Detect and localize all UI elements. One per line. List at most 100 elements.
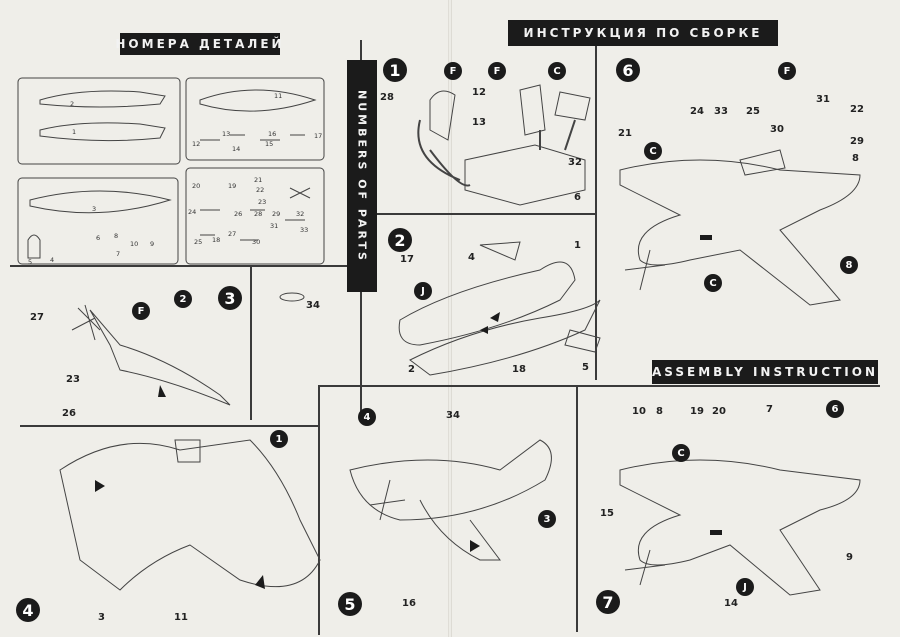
sprue-number: 2: [70, 100, 75, 108]
parts-header-en: NUMBERS OF PARTS: [347, 60, 377, 292]
sprue-number: 3: [92, 205, 97, 213]
part-callout: 20: [712, 406, 726, 417]
paint-badge: F: [444, 62, 462, 80]
part-callout: 13: [472, 117, 486, 128]
part-callout: 9: [846, 552, 853, 563]
step-3-badge: 3: [218, 286, 242, 310]
sprue-number: 13: [222, 130, 231, 138]
part-callout-circle: 3: [538, 510, 556, 528]
divider: [318, 385, 320, 635]
assembly-header-ru: ИНСТРУКЦИЯ ПО СБОРКЕ: [508, 20, 778, 46]
divider: [576, 387, 578, 632]
part-callout: 2: [408, 364, 415, 375]
part-callout-circle: 6: [826, 400, 844, 418]
part-callout-circle: 4: [358, 408, 376, 426]
paint-badge: C: [644, 142, 662, 160]
step-5-badge: 5: [338, 592, 362, 616]
sprue-number: 28: [254, 210, 263, 218]
part-callout: 33: [714, 106, 728, 117]
part-callout: 24: [690, 106, 704, 117]
part-callout: 29: [850, 136, 864, 147]
step-1-badge: 1: [383, 58, 407, 82]
divider: [250, 265, 252, 420]
paint-badge: 2: [174, 290, 192, 308]
sprue-number: 12: [192, 140, 201, 148]
part-callout: 8: [656, 406, 663, 417]
sprue-number: 6: [96, 234, 101, 242]
part-callout: 8: [852, 153, 859, 164]
step-2-badge: 2: [388, 228, 412, 252]
paint-badge: F: [778, 62, 796, 80]
part-callout: 30: [770, 124, 784, 135]
part-callout: 18: [512, 364, 526, 375]
parts-header-ru: НОМЕРА ДЕТАЛЕЙ: [115, 33, 282, 55]
divider: [20, 425, 320, 427]
sprue-number: 10: [130, 240, 139, 248]
paint-badge: F: [132, 302, 150, 320]
assembly-header-en: ASSEMBLY INSTRUCTION: [652, 360, 878, 384]
sprue-number: 7: [116, 250, 121, 258]
part-callout: 6: [574, 192, 581, 203]
sprue-number: 32: [296, 210, 305, 218]
part-callout: 12: [472, 87, 486, 98]
sprue-number: 19: [228, 182, 237, 190]
sprue-number: 27: [228, 230, 237, 238]
divider: [10, 265, 360, 267]
sprue-number: 18: [212, 236, 221, 244]
sprue-number: 21: [254, 176, 263, 184]
part-callout: 28: [380, 92, 394, 103]
sprue-number: 1: [72, 128, 77, 136]
paint-badge: C: [672, 444, 690, 462]
part-callout: 22: [850, 104, 864, 115]
part-callout: 16: [402, 598, 416, 609]
sprue-number: 33: [300, 226, 309, 234]
sprue-number: 23: [258, 198, 267, 206]
part-callout: 31: [816, 94, 830, 105]
sprue-number: 16: [268, 130, 277, 138]
sprue-number: 34: [306, 300, 320, 311]
part-callout: 5: [582, 362, 589, 373]
part-callout: 27: [30, 312, 44, 323]
paint-badge: C: [548, 62, 566, 80]
part-callout: 32: [568, 157, 582, 168]
part-callout: 11: [174, 612, 188, 623]
sprue-number: 17: [314, 132, 323, 140]
paint-badge: C: [704, 274, 722, 292]
sprue-number: 9: [150, 240, 155, 248]
part-callout: 3: [98, 612, 105, 623]
part-callout: 25: [746, 106, 760, 117]
part-callout: 17: [400, 254, 414, 265]
sprue-number: 5: [28, 258, 33, 266]
step-6-badge: 6: [616, 58, 640, 82]
step-7-badge: 7: [596, 590, 620, 614]
sprue-number: 29: [272, 210, 281, 218]
sprue-number: 31: [270, 222, 279, 230]
part-callout: 4: [468, 252, 475, 263]
sprue-number: 24: [188, 208, 197, 216]
sprue-number: 14: [232, 145, 241, 153]
sprue-number: 22: [256, 186, 265, 194]
paint-badge: J: [736, 578, 754, 596]
part-callout-circle: 8: [840, 256, 858, 274]
part-callout: 34: [446, 410, 460, 421]
step-4-badge: 4: [16, 598, 40, 622]
sprue-number: 25: [194, 238, 203, 246]
part-callout: 7: [766, 404, 773, 415]
part-callout: 10: [632, 406, 646, 417]
part-callout: 26: [62, 408, 76, 419]
divider: [363, 213, 595, 215]
paint-badge: J: [414, 282, 432, 300]
part-callout-circle: 1: [270, 430, 288, 448]
sprue-number: 30: [252, 238, 261, 246]
part-callout: 1: [574, 240, 581, 251]
sprue-number: 15: [265, 140, 274, 148]
part-callout: 21: [618, 128, 632, 139]
part-callout: 23: [66, 374, 80, 385]
paint-badge: F: [488, 62, 506, 80]
part-callout: 19: [690, 406, 704, 417]
sprue-number: 4: [50, 256, 55, 264]
sprue-number: 11: [274, 92, 283, 100]
divider: [320, 385, 880, 387]
part-callout: 14: [724, 598, 738, 609]
